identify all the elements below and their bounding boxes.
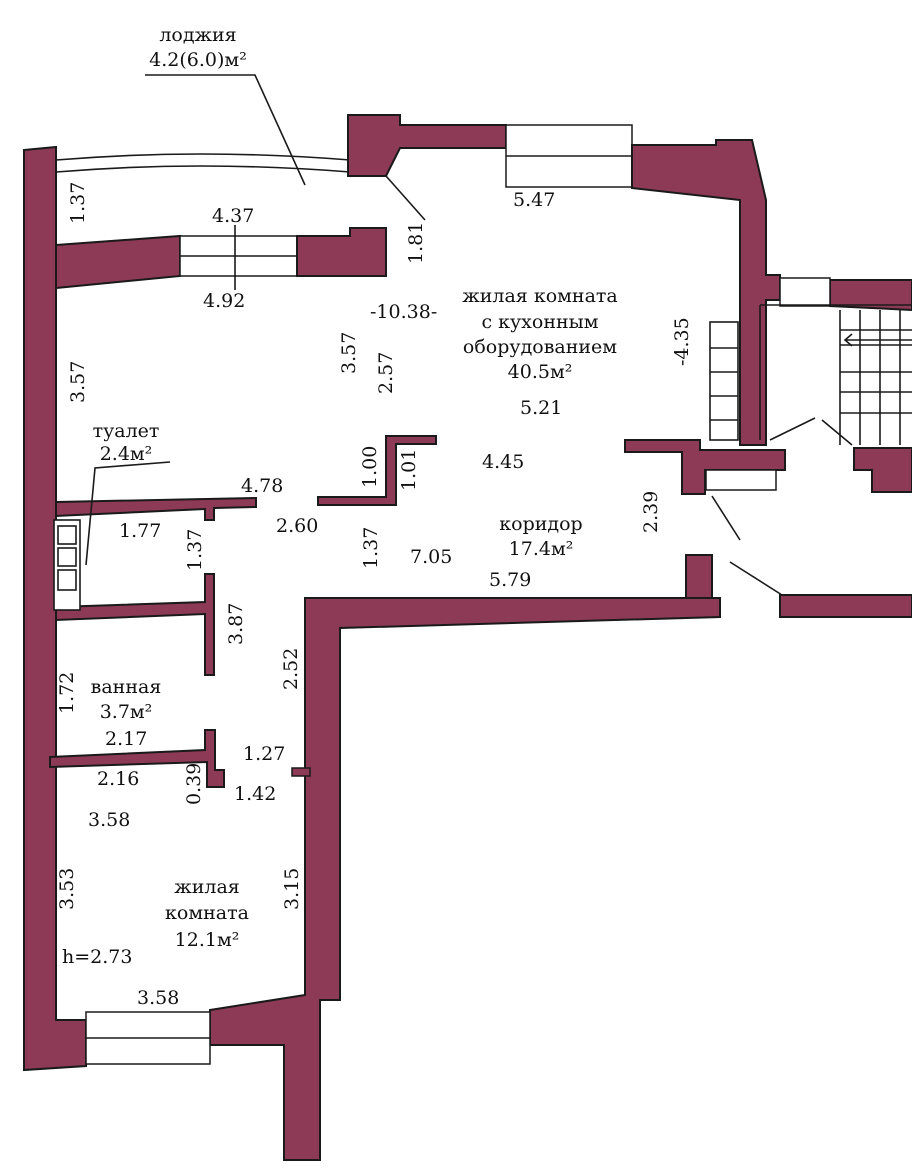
leader-loggia: [145, 74, 306, 186]
dim-2-57: 2.57: [375, 352, 397, 394]
door-swing-entry-2: [729, 561, 783, 596]
dim-line-1-81: [385, 175, 426, 221]
bedroom-line1: жилая: [174, 876, 240, 898]
bedroom-line2: комната: [165, 902, 249, 924]
living-kitchen-line1: жилая комната: [462, 285, 618, 307]
loggia-glazing: [55, 153, 351, 173]
wall-top-main: [347, 114, 507, 177]
dim-2-60: 2.60: [276, 515, 318, 537]
dim-3-53: 3.53: [56, 868, 78, 910]
window-stair: [779, 277, 831, 307]
dim-1-00: 1.00: [359, 446, 381, 488]
dim-3-58-top: 3.58: [88, 809, 130, 831]
dim-1-01: 1.01: [398, 449, 420, 491]
loggia-area: 4.2(6.0)м²: [149, 49, 247, 71]
wall-stair-bottom: [853, 447, 912, 493]
dim-3-15: 3.15: [281, 868, 303, 910]
leader-toilet: [85, 461, 171, 566]
wall-bathroom-top: [55, 573, 215, 676]
dim-4-92: 4.92: [203, 290, 245, 312]
toilet-fixture-box1: [57, 525, 77, 545]
stairs: [759, 304, 912, 445]
loggia-name: лоджия: [159, 24, 236, 46]
toilet-area: 2.4м²: [100, 443, 153, 465]
dim-2-17: 2.17: [105, 728, 147, 750]
entry-threshold: [705, 469, 777, 491]
wall-loggia-inner-left: [55, 234, 181, 290]
wall-partition-1: [317, 435, 437, 506]
dim-5-21: 5.21: [520, 397, 562, 419]
living-kitchen-area: 40.5м²: [508, 361, 573, 383]
door-swing-stair-2: [769, 417, 816, 441]
dim-1-81: 1.81: [405, 222, 427, 264]
dim-1-72: 1.72: [56, 672, 78, 714]
dim-5-47: 5.47: [513, 189, 555, 211]
wall-bathroom-bottom: [49, 729, 225, 788]
wall-corridor-bottom: [209, 597, 721, 1161]
door-swing-entry: [711, 495, 741, 541]
dim-1-42: 1.42: [234, 783, 276, 805]
living-kitchen-line3: оборудованием: [463, 336, 617, 358]
wall-top-right: [631, 139, 781, 446]
toilet-fixture-box3: [57, 569, 77, 591]
dim-2-16: 2.16: [97, 768, 139, 790]
bathroom-name: ванная: [91, 676, 162, 698]
wall-toilet-top: [55, 496, 257, 521]
dim-3-57-left: 3.57: [67, 361, 89, 403]
dim-1-37-corr: 1.37: [360, 527, 382, 569]
dim-4-45: 4.45: [482, 451, 524, 473]
dim-1-37-top: 1.37: [67, 182, 89, 224]
dim-5-79: 5.79: [489, 569, 531, 591]
living-kitchen-line2: с кухонным: [481, 311, 598, 333]
kitchen-cabinet: [709, 321, 739, 441]
dim-2-39: 2.39: [640, 491, 662, 533]
dim-1-77: 1.77: [119, 520, 161, 542]
dim-2-52: 2.52: [280, 648, 302, 690]
bedroom-area: 12.1м²: [175, 929, 240, 951]
ceiling-height: h=2.73: [62, 946, 132, 968]
wall-entry-upper: [624, 439, 786, 495]
dim-4-78: 4.78: [241, 475, 283, 497]
corridor-area: 17.4м²: [509, 538, 574, 560]
bathroom-area: 3.7м²: [100, 701, 153, 723]
dim-4-35: -4.35: [671, 317, 693, 366]
dim-7-05: 7.05: [410, 546, 452, 568]
dim-3-57-mid: 3.57: [338, 332, 360, 374]
toilet-name: туалет: [93, 420, 160, 442]
stair-arrow: [843, 333, 912, 347]
door-swing-stair: [821, 419, 853, 446]
wall-stub-1: [291, 767, 311, 777]
dim-10-38: -10.38-: [370, 301, 437, 323]
dim-1-37-toilet: 1.37: [184, 529, 206, 571]
dim-0-39: 0.39: [183, 763, 205, 805]
dim-1-27: 1.27: [243, 743, 285, 765]
dim-3-58-bottom: 3.58: [137, 987, 179, 1009]
dim-3-87: 3.87: [225, 603, 247, 645]
corridor-name: коридор: [499, 513, 582, 535]
wall-outer-right-lower: [779, 594, 912, 618]
wall-loggia-inner-right: [296, 227, 387, 277]
toilet-fixture-box2: [57, 547, 77, 567]
dim-4-37: 4.37: [212, 205, 254, 227]
